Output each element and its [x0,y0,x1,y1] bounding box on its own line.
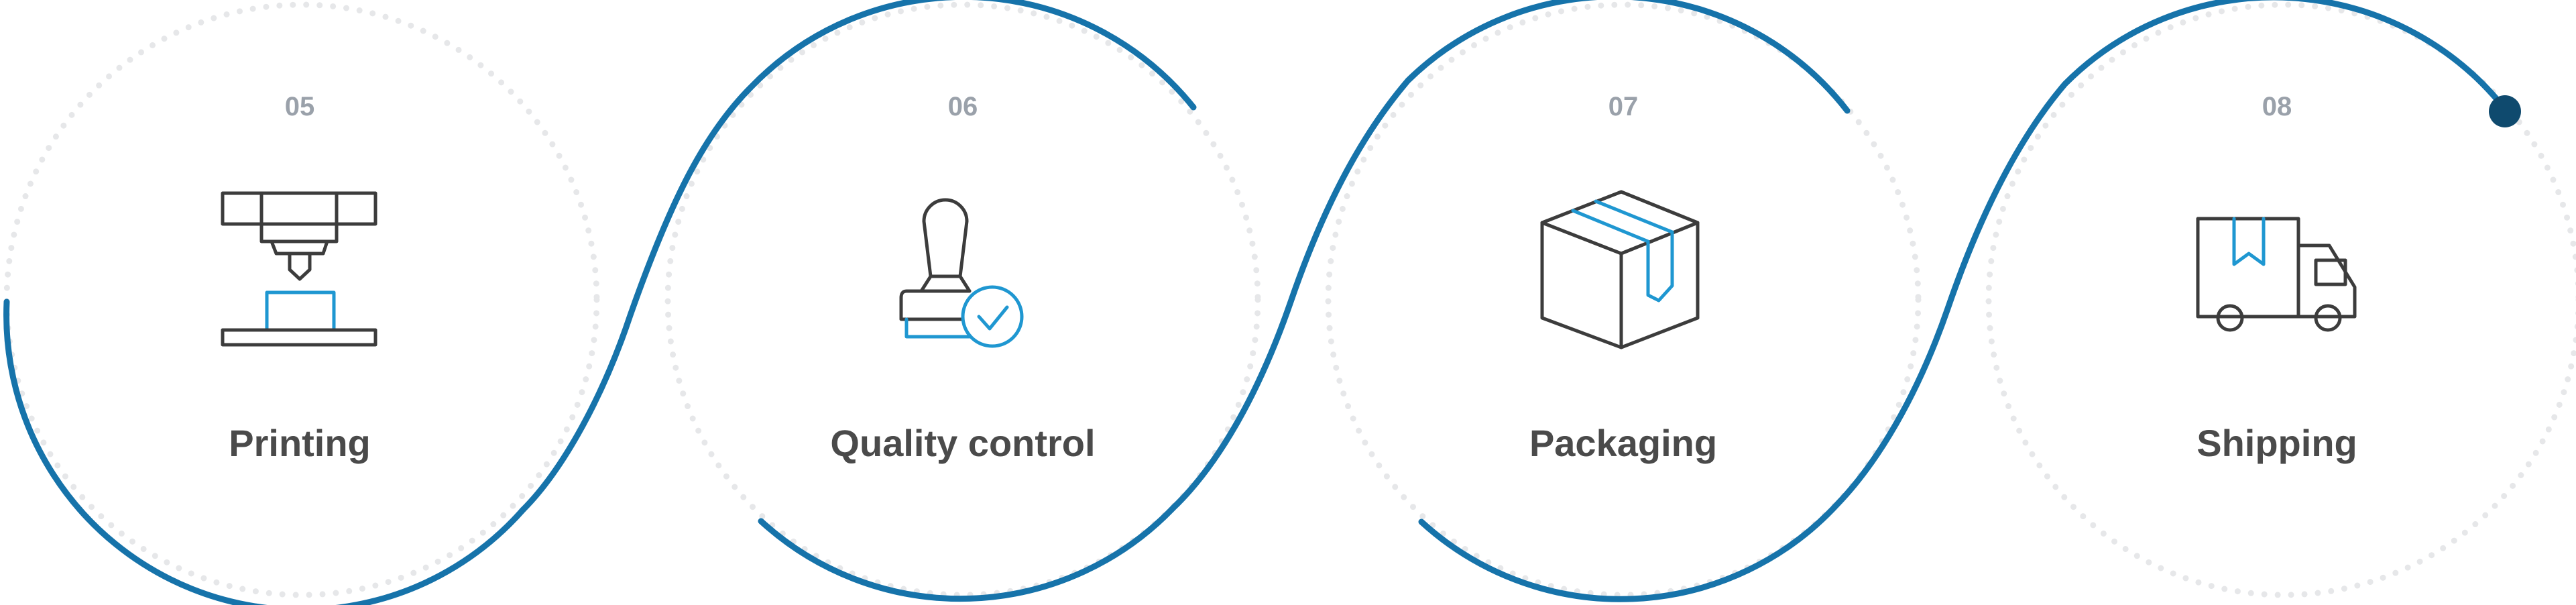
step-number: 08 [2262,92,2292,121]
step-05: 05 Printing [221,92,377,464]
check-circle [961,285,1024,348]
path-segment-1 [3,298,526,605]
ring-step-08 [1985,1,2576,598]
step-label: Quality control [830,422,1095,464]
package-box-icon [1540,190,1700,349]
ring-step-06 [664,1,1261,598]
3d-printer-icon [221,191,377,347]
step-number: 05 [285,92,315,121]
print-object [265,290,336,332]
step-08: 08 Shipping [2196,92,2357,464]
step-label: Printing [229,422,371,464]
delivery-truck-icon [2196,217,2357,332]
path-segment-3 [758,0,1851,602]
path-segment-4 [1418,0,2510,602]
step-number: 07 [1608,92,1639,121]
progress-path [3,0,2521,605]
path-end-dot [2489,95,2521,127]
wheel [2216,304,2244,332]
step-07: 07 Packaging [1529,92,1717,464]
step-label: Shipping [2197,422,2357,464]
step-number: 06 [948,92,978,121]
ring-step-07 [1325,1,1922,598]
step-06: 06 Quality control [830,92,1095,464]
wheel [2314,304,2342,332]
stamp-check-icon [899,198,1024,348]
path-segment-2 [520,0,1197,513]
step-label: Packaging [1529,422,1717,464]
